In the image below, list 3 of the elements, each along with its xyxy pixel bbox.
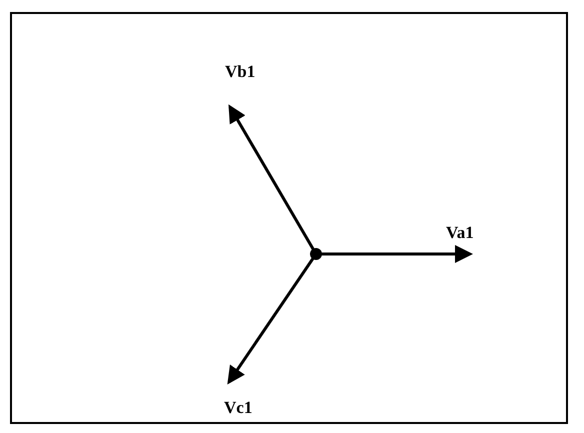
- phasor-label: Vb1: [225, 62, 256, 82]
- phasor-label: Vc1: [224, 398, 252, 418]
- phasor-label: Va1: [446, 223, 474, 243]
